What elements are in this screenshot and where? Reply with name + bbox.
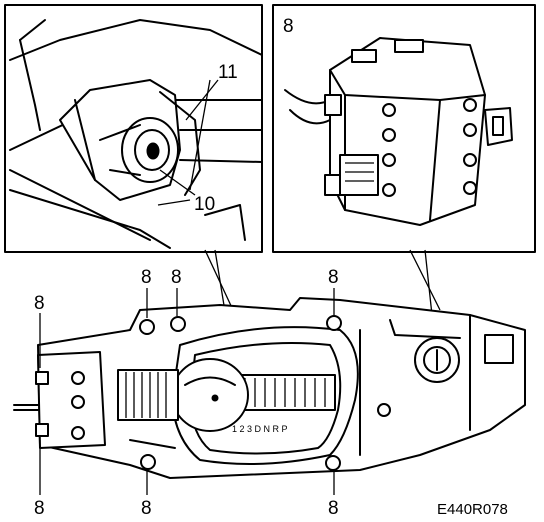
callout-8-left-top: 8	[34, 293, 45, 314]
callout-11: 11	[218, 62, 238, 83]
callout-8-detail: 8	[283, 16, 294, 37]
reference-code: E440R078	[437, 501, 508, 518]
callout-8-top-c: 8	[328, 267, 339, 288]
callout-10: 10	[194, 194, 215, 215]
callout-8-bottom-a: 8	[141, 498, 152, 519]
detail-frame-left	[4, 4, 263, 253]
callout-8-left-bottom: 8	[34, 498, 45, 519]
leader-detail-right-2	[424, 249, 433, 316]
leader-detail-right	[409, 249, 441, 311]
detail-frame-right	[272, 4, 536, 253]
callout-8-top-b: 8	[171, 267, 182, 288]
lock-cylinder-detail	[9, 19, 263, 249]
callout-8-top-a: 8	[141, 267, 152, 288]
left-ribs	[125, 372, 167, 418]
callout-8-bottom-b: 8	[328, 498, 339, 519]
gear-indicator: 1 2 3 D N R P	[232, 424, 288, 434]
control-module-detail	[284, 37, 513, 226]
console-assembly	[13, 297, 526, 479]
